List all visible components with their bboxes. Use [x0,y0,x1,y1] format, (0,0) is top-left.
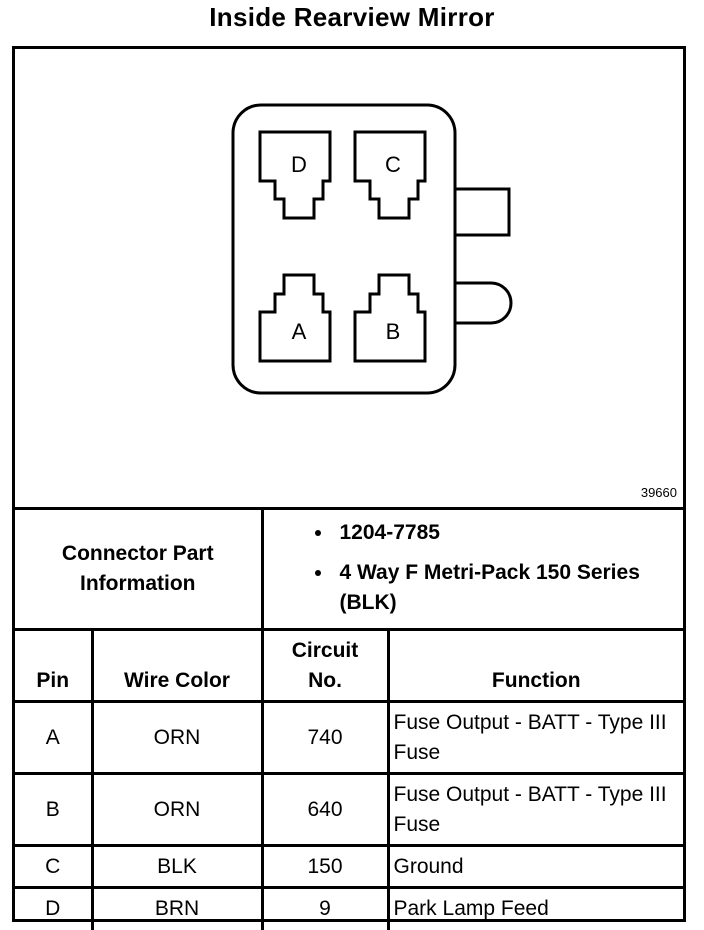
connector-table: Connector Part Information 1204-7785 4 W… [15,510,684,930]
page-title: Inside Rearview Mirror [209,2,495,32]
table-header-row: Pin Wire Color Circuit No. Function [15,628,684,703]
connector-face-svg: D C A B [231,103,513,395]
wire-color-cell: BRN [90,886,264,930]
function-cell: Fuse Output - BATT - Type III Fuse [386,700,684,775]
part-info-label-line1: Connector Part [61,542,214,565]
cavity-label-b: B [386,319,401,344]
connector-frame: D C A B 39660 Connector Part Information… [12,46,686,930]
part-number: 1204-7785 [334,518,684,548]
pin-cell: B [15,772,94,847]
part-info-label: Connector Part Information [15,510,264,631]
connector-body [231,103,457,395]
circuit-cell: 740 [260,700,390,775]
header-wire-color: Wire Color [90,628,264,703]
wire-color-cell: ORN [90,772,264,847]
part-description: 4 Way F Metri-Pack 150 Series (BLK) [334,558,684,618]
function-cell: Ground [386,844,684,889]
connector-diagram: D C A B 39660 [15,49,683,510]
header-circuit-line2: No. [308,669,342,692]
pin-cell: D [15,886,94,930]
table-row: C BLK 150 Ground [15,844,684,889]
header-pin: Pin [15,628,94,703]
part-info-values: 1204-7785 4 Way F Metri-Pack 150 Series … [260,510,684,631]
figure-number: 39660 [640,485,677,500]
pin-cell: C [15,844,94,889]
function-cell: Park Lamp Feed [386,886,684,930]
function-cell: Fuse Output - BATT - Type III Fuse [386,772,684,847]
pin-cell: A [15,700,94,775]
cavity-b [353,273,427,363]
cavity-c [353,130,427,220]
circuit-cell: 640 [260,772,390,847]
connector-tab-lower [455,281,513,325]
table-row: D BRN 9 Park Lamp Feed [15,886,684,930]
connector-tab-upper [455,187,511,237]
circuit-cell: 9 [260,886,390,930]
wire-color-cell: BLK [90,844,264,889]
part-info-label-line2: Information [80,572,196,595]
cavity-label-c: C [385,152,401,177]
header-circuit-line1: Circuit [291,639,359,662]
header-function: Function [386,628,684,703]
cavity-label-a: A [292,319,307,344]
wire-color-cell: ORN [90,700,264,775]
part-info-row: Connector Part Information 1204-7785 4 W… [15,510,684,631]
table-row: A ORN 740 Fuse Output - BATT - Type III … [15,700,684,775]
circuit-cell: 150 [260,844,390,889]
cavity-a [258,273,332,363]
cavity-label-d: D [291,152,307,177]
header-circuit: Circuit No. [260,628,390,703]
table-row: B ORN 640 Fuse Output - BATT - Type III … [15,772,684,847]
cavity-d [258,130,332,220]
